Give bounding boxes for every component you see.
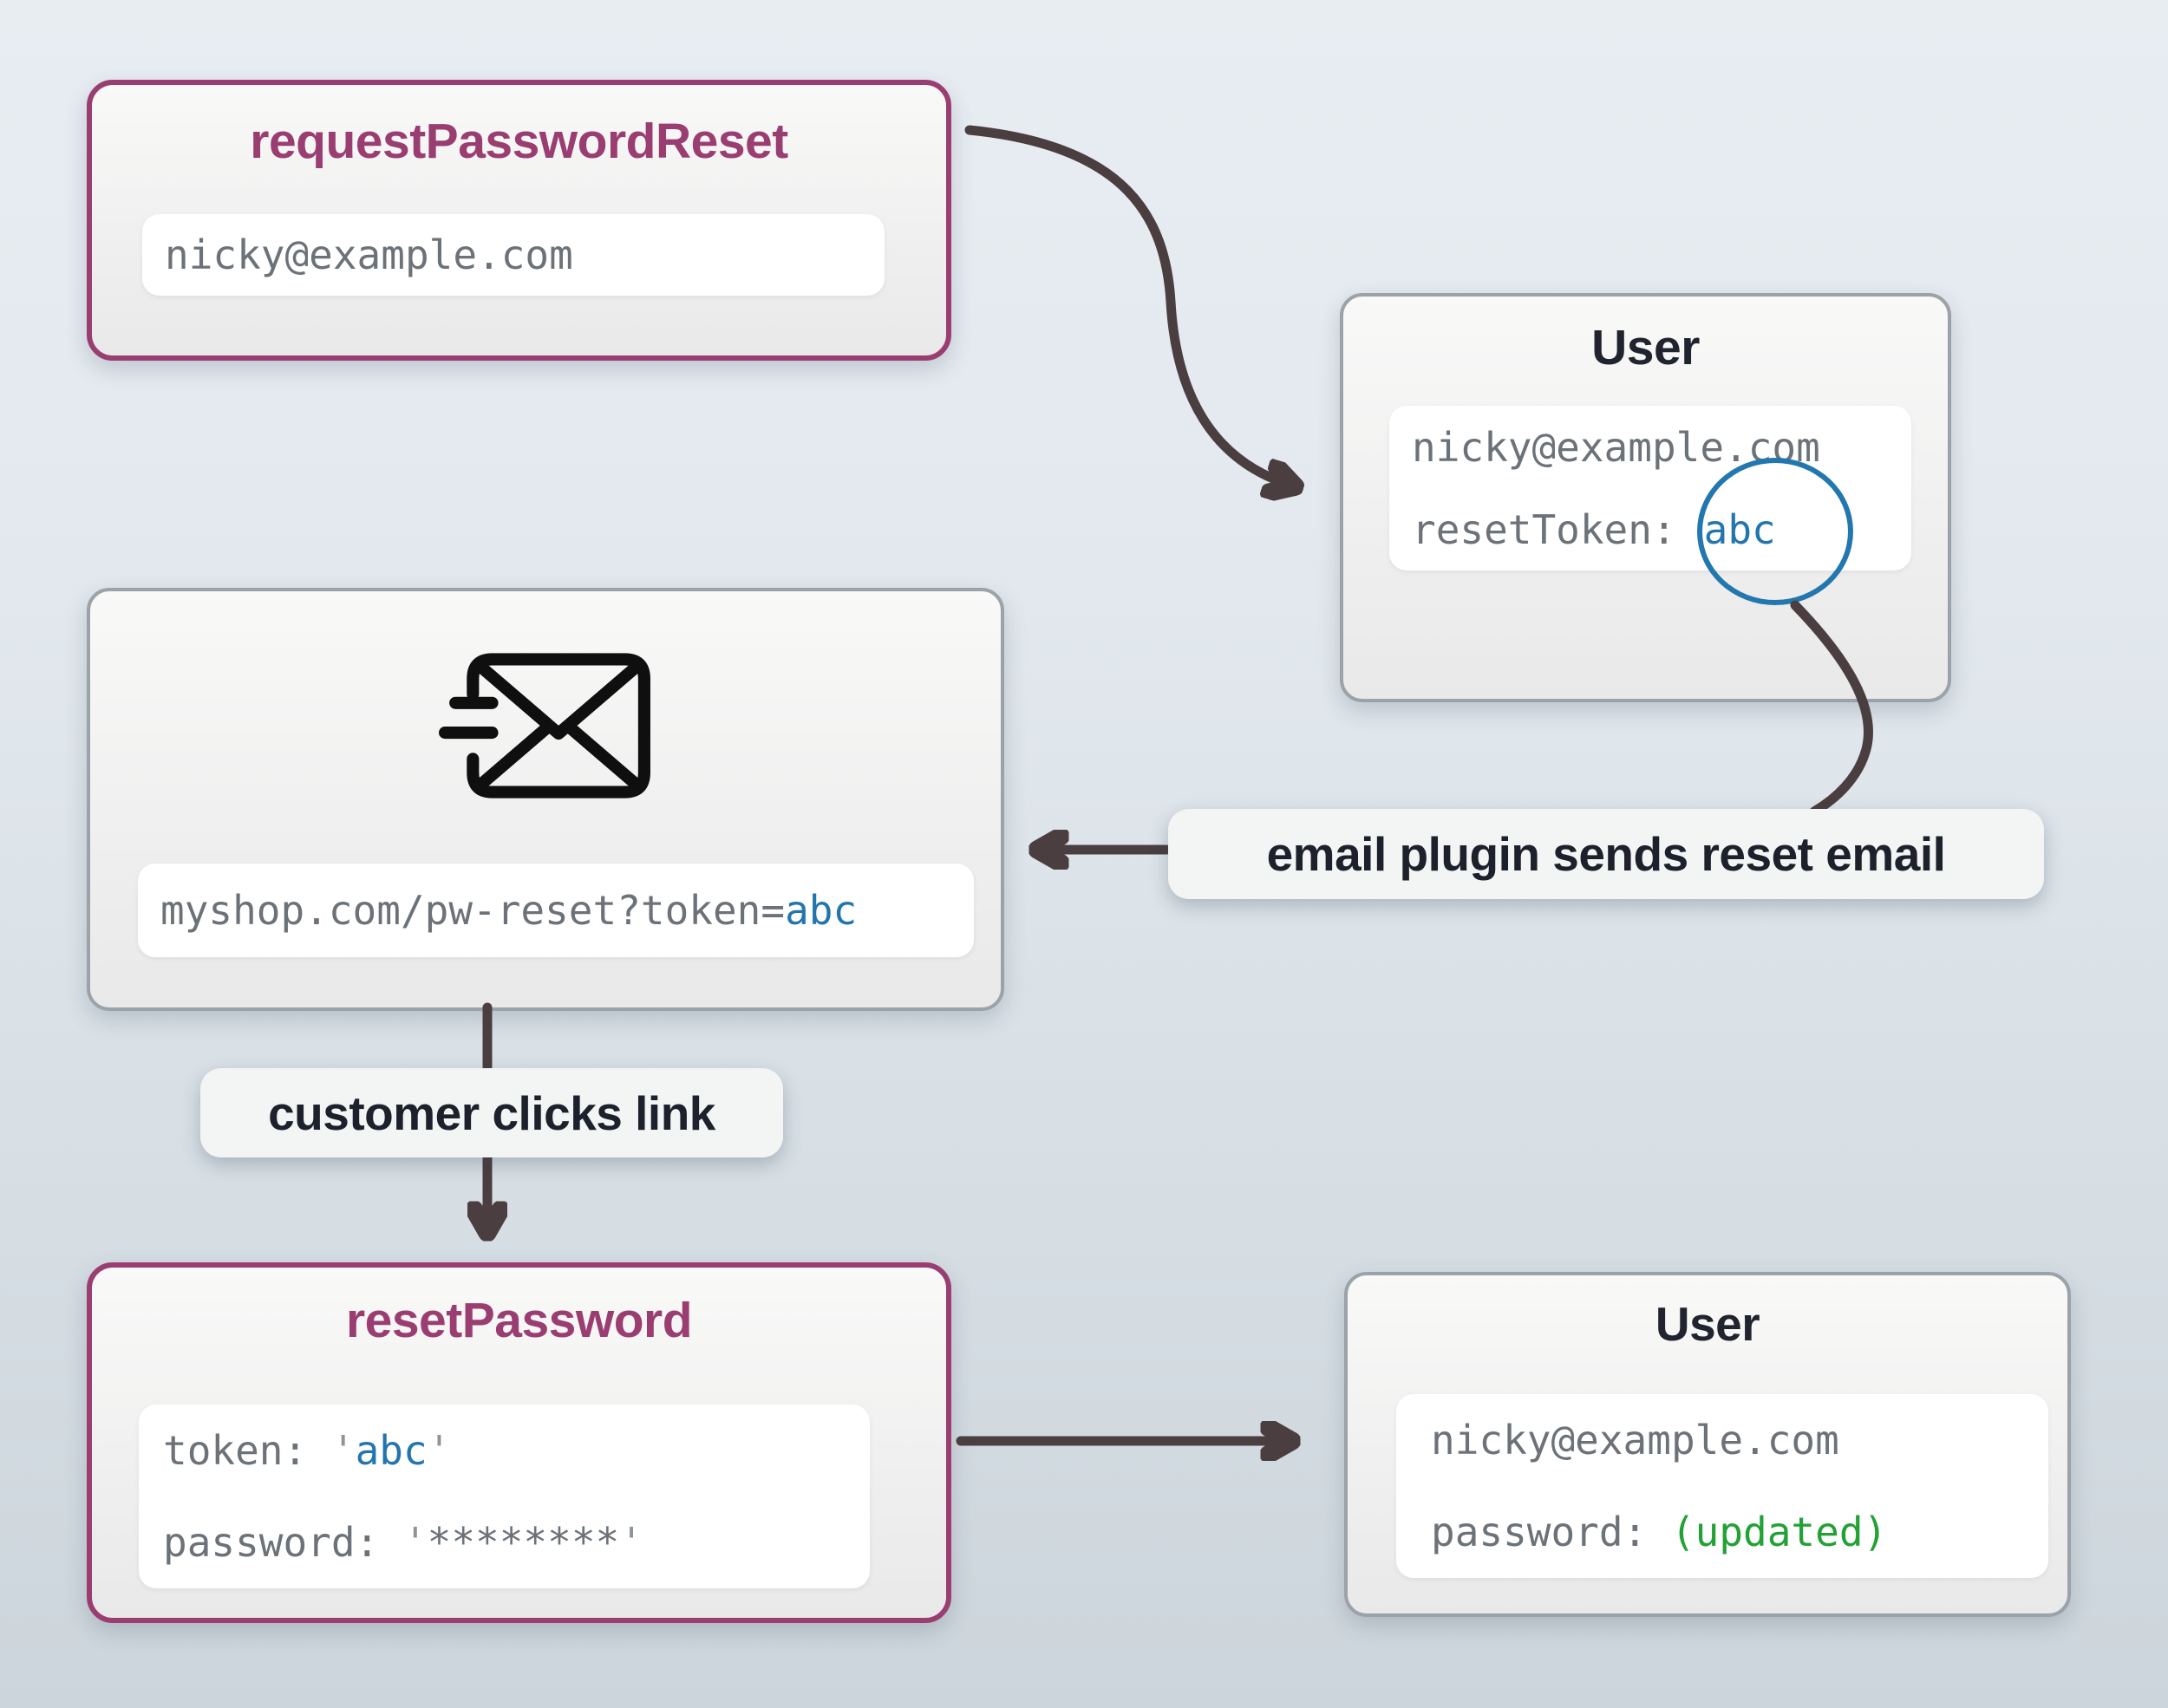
user-top-title: User <box>1591 320 1700 375</box>
user-bottom-record-field: nicky@example.com password: (updated) <box>1396 1394 2048 1578</box>
token-highlight-circle <box>1697 458 1853 605</box>
user-bottom-password-row: password: (updated) <box>1431 1512 2048 1552</box>
request-password-reset-node: requestPasswordReset nicky@example.com <box>87 80 951 361</box>
send-email-icon <box>439 653 650 799</box>
request-email-field: nicky@example.com <box>142 214 885 296</box>
password-arg-label: password: <box>163 1519 403 1566</box>
user-top-record-field: nicky@example.com resetToken:abc <box>1389 406 1911 570</box>
customer-clicks-label-text: customer clicks link <box>268 1085 715 1140</box>
password-arg-row: password: '********' <box>163 1519 643 1566</box>
token-arg-row: token: 'abc' <box>163 1427 452 1474</box>
reset-url: myshop.com/pw-reset?token=abc <box>160 890 974 930</box>
token-arg-value: abc <box>355 1427 428 1474</box>
user-password-label: password: <box>1431 1509 1671 1555</box>
request-email-value: nicky@example.com <box>165 231 573 278</box>
reset-url-token: abc <box>785 887 858 934</box>
customer-clicks-label: customer clicks link <box>200 1068 783 1157</box>
reset-password-args-field: token: 'abc' password: '********' <box>139 1405 870 1588</box>
email-node: myshop.com/pw-reset?token=abc <box>87 588 1004 1011</box>
reset-url-field: myshop.com/pw-reset?token=abc <box>138 864 974 957</box>
reset-password-node: resetPassword token: 'abc' password: '**… <box>87 1262 951 1623</box>
user-top-email: nicky@example.com <box>1412 423 1820 471</box>
reset-token-label: resetToken: <box>1412 505 1676 553</box>
reset-password-title: resetPassword <box>345 1293 693 1348</box>
email-plugin-label-text: email plugin sends reset email <box>1266 827 1946 881</box>
password-arg-value: ******** <box>427 1519 620 1566</box>
user-password-value: (updated) <box>1670 1509 1888 1555</box>
token-arg-label: token: <box>163 1427 331 1474</box>
user-node-bottom: User nicky@example.com password: (update… <box>1344 1272 2071 1617</box>
reset-url-prefix: myshop.com/pw-reset?token= <box>160 887 786 934</box>
user-bottom-title: User <box>1655 1297 1760 1351</box>
email-plugin-label: email plugin sends reset email <box>1168 809 2044 899</box>
user-node-top: User nicky@example.com resetToken:abc <box>1340 293 1951 702</box>
arrow-request-to-user <box>964 125 1292 486</box>
request-password-reset-title: requestPasswordReset <box>250 114 788 169</box>
user-bottom-email: nicky@example.com <box>1431 1417 1839 1464</box>
